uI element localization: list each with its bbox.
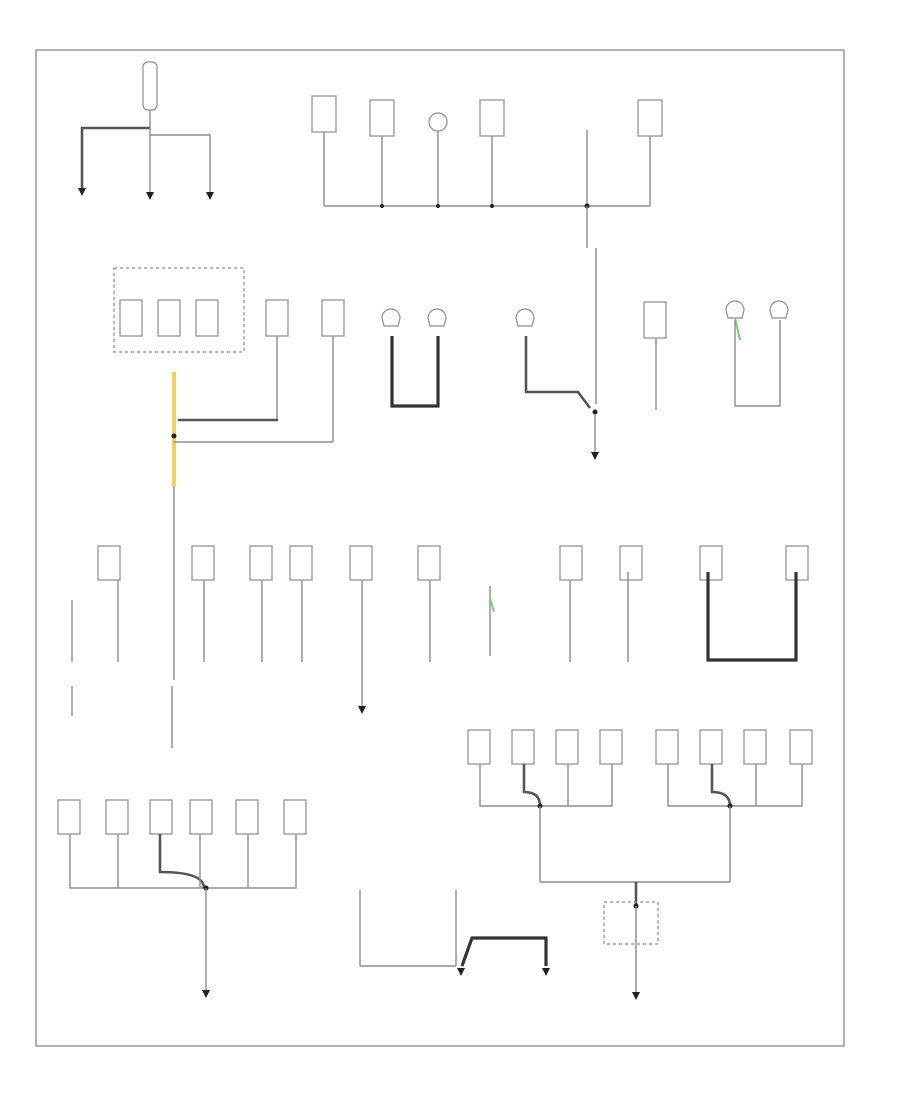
component-br7 (743, 729, 767, 765)
connector-block-left (113, 267, 345, 442)
ground-bottom-left (202, 990, 210, 998)
bottom-left-group (57, 799, 307, 998)
component-top-4 (479, 99, 505, 137)
component-br5 (655, 729, 679, 765)
component-r2-right-1 (643, 301, 667, 339)
bottom-middle-group (359, 890, 550, 976)
component-top-5 (637, 99, 663, 137)
lamp-group-middle (381, 248, 599, 460)
component-br2 (511, 729, 535, 765)
component-b2 (105, 799, 129, 835)
ground-bottom-middle-1 (457, 968, 465, 976)
component-br4 (599, 729, 623, 765)
component-r3-5 (349, 545, 373, 581)
component-r3-8 (619, 545, 643, 581)
component-b3 (149, 799, 173, 835)
component-top-1 (311, 95, 337, 133)
splice-center (592, 409, 598, 415)
lamp-right-2 (769, 300, 789, 319)
component-r3-9 (699, 545, 723, 581)
bottom-right-group (467, 729, 813, 1000)
component-r3-6 (417, 545, 441, 581)
component-r3-2 (191, 545, 215, 581)
top-row-components (311, 95, 663, 248)
ground-center (591, 452, 599, 460)
component-b6 (283, 799, 307, 835)
component-r2-2 (157, 299, 181, 337)
main-trunk (171, 372, 333, 680)
splice-trunk (171, 433, 177, 439)
component-r3-7 (559, 545, 583, 581)
lamp-top-3 (428, 112, 448, 132)
ground-terminal-2 (146, 192, 154, 200)
battery-ground-group (78, 61, 214, 200)
component-r2-3 (195, 299, 219, 337)
battery (142, 61, 158, 111)
component-r2-5 (321, 299, 345, 337)
component-r3-4 (289, 545, 313, 581)
ground-bottom-middle-2 (542, 968, 550, 976)
component-br8 (789, 729, 813, 765)
connector-br-dashed (603, 901, 659, 945)
lamp-right-1 (725, 300, 745, 319)
component-r3-3 (249, 545, 273, 581)
ground-r3-center (358, 706, 366, 714)
component-r2-1 (119, 299, 143, 337)
component-r3-1 (97, 545, 121, 581)
lamp-1 (381, 308, 401, 327)
right-group-upper (643, 300, 789, 410)
component-br1 (467, 729, 491, 765)
ground-terminal-1 (78, 188, 86, 196)
component-br3 (555, 729, 579, 765)
lamp-2 (427, 308, 447, 327)
ground-terminal-3 (206, 192, 214, 200)
component-b1 (57, 799, 81, 835)
component-b4 (189, 799, 213, 835)
lamp-3 (515, 308, 535, 327)
component-br6 (699, 729, 723, 765)
third-row-components (71, 545, 809, 748)
connector-box (113, 267, 245, 353)
component-r2-4 (265, 299, 289, 337)
component-b5 (235, 799, 259, 835)
ground-bottom-right (632, 992, 640, 1000)
component-top-2 (369, 99, 395, 137)
diagram-frame (35, 49, 845, 1047)
